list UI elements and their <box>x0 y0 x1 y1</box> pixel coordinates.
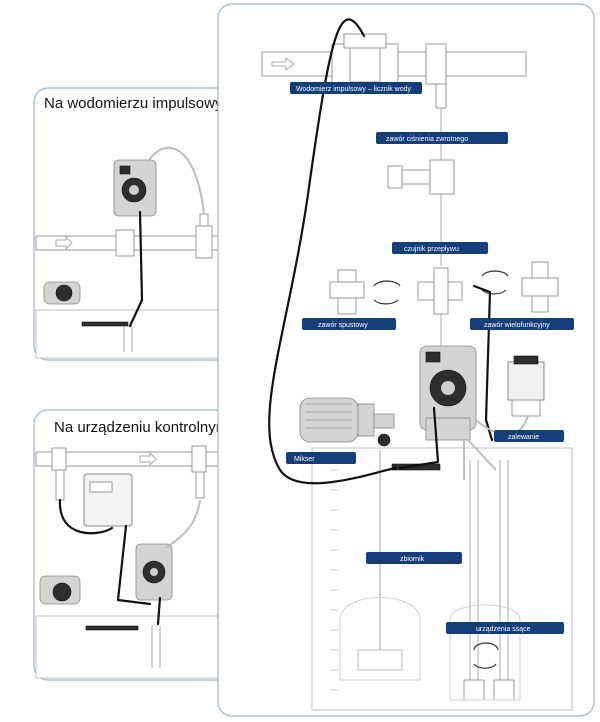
panel-impulse-meter-title: Na wodomierzu impulsowym <box>44 95 235 112</box>
label-drain-valve: zawór spustowy <box>302 318 396 330</box>
label-impulse-water-meter: Wodomierz impulsowy – licznik wody <box>290 82 422 94</box>
label-check-valve-text: zawór ciśnienia zwrotnego <box>386 136 468 143</box>
label-priming-text: zalewanie <box>508 434 539 441</box>
label-tank-text: zbiornik <box>400 556 425 563</box>
label-flow-sensor-text: czujnik przepływu <box>404 246 459 253</box>
label-impulse-water-meter-text: Wodomierz impulsowy – licznik wody <box>296 86 412 93</box>
label-multifunction-valve-text: zawór wielofunkcyjny <box>484 322 550 329</box>
panel-controller-title: Na urządzeniu kontrolnym <box>54 419 228 436</box>
label-suction-devices-text: urządzenia ssące <box>476 626 531 633</box>
label-drain-valve-text: zawór spustowy <box>318 322 368 329</box>
panel-main-installation <box>217 3 595 717</box>
label-suction-devices: urządzenia ssące <box>446 622 564 634</box>
label-mixer-text: Mikser <box>294 456 315 463</box>
label-check-valve: zawór ciśnienia zwrotnego <box>376 132 508 144</box>
panel-impulse-meter: Na wodomierzu impulsowym <box>33 87 243 361</box>
label-mixer: Mikser <box>286 452 356 464</box>
label-tank: zbiornik <box>366 552 462 564</box>
label-flow-sensor: czujnik przepływu <box>392 242 488 254</box>
label-multifunction-valve: zawór wielofunkcyjny <box>470 318 574 330</box>
panel-controller: Na urządzeniu kontrolnym <box>33 409 243 681</box>
label-priming: zalewanie <box>494 430 564 442</box>
